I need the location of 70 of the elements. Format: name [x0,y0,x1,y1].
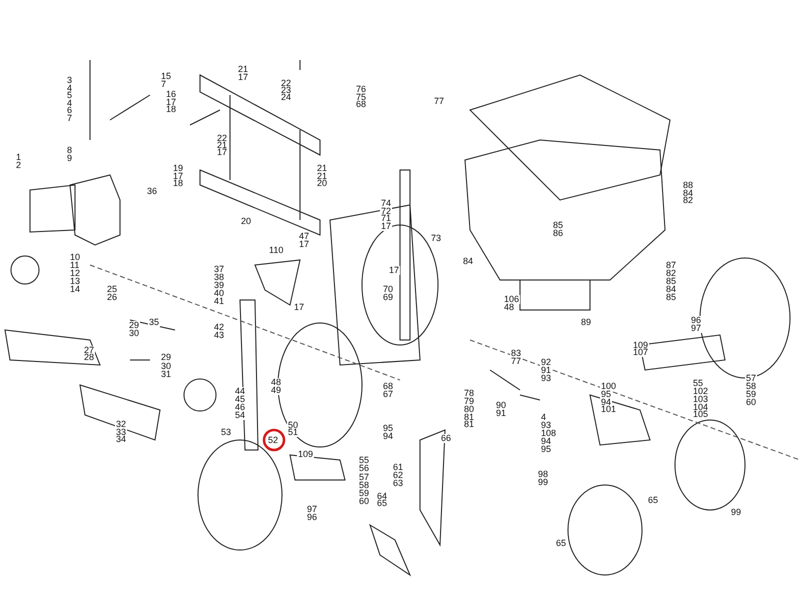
callout-number: 95 [540,445,552,454]
callout-number: 105 [692,410,710,419]
callout-number: 77 [433,97,446,106]
callout-number: 81 [463,420,476,429]
callout-number: 101 [600,405,618,414]
callout-number: 96 [306,513,318,522]
callout-number: 29 [160,353,172,362]
callout-number: 85 [665,293,678,302]
callout-number: 7 [66,114,74,123]
callout-number: 20 [316,179,328,188]
callout-number: 56 [358,464,370,473]
callout-number: 53 [220,428,232,437]
callout-number: 48 [503,303,516,312]
callout-number: 89 [580,318,592,327]
callout-number: 34 [115,435,128,444]
callout-number: 107 [632,348,650,357]
callout-number: 73 [430,234,442,243]
callout-number: 65 [555,539,568,548]
callout-number: 84 [462,257,474,266]
callout-number: 110 [268,246,284,255]
callout-number: 26 [106,293,118,302]
callout-number: 69 [382,293,394,302]
callout-number: 31 [160,370,172,379]
callout-number: 17 [380,222,392,231]
callout-number: 109 [297,450,314,459]
callout-number: 36 [146,187,158,196]
callout-number: 60 [358,497,370,506]
callout-number: 86 [552,229,564,238]
callout-number: 99 [537,478,550,487]
callout-number: 67 [382,390,394,399]
callout-number: 17 [216,148,228,157]
callout-number: 77 [510,357,522,366]
callout-number: 17 [298,240,310,249]
callout-number: 54 [234,411,246,420]
callout-number: 17 [388,266,400,275]
callout-number: 60 [745,398,758,407]
callout-number: 94 [382,432,394,441]
callout-number: 28 [83,353,96,362]
callout-number: 9 [66,154,74,163]
callout-number: 20 [240,217,252,226]
callout-number: 24 [280,93,292,102]
callout-number: 43 [213,331,226,340]
callout-number: 100 [600,382,618,391]
callout-number: 35 [148,318,160,327]
callout-number: 99 [730,508,742,517]
callout-number: 18 [165,105,178,114]
callout-number: 65 [647,496,660,505]
callout-number: 10 [69,253,82,262]
callout-number: 49 [270,386,282,395]
callout-number: 14 [69,285,82,294]
callout-number: 52 [267,436,280,445]
callout-number: 91 [495,409,508,418]
callout-number: 106 [503,295,520,304]
callout-number: 17 [293,303,306,312]
callout-number: 93 [540,374,552,383]
callout-number: 51 [287,428,300,437]
callout-number: 97 [690,324,702,333]
callout-number: 66 [440,434,452,443]
callout-number: 30 [128,329,140,338]
callout-number: 65 [376,499,388,508]
callout-number: 7 [160,80,168,89]
callout-number: 17 [237,73,250,82]
callout-number: 41 [213,297,226,306]
callout-number: 18 [172,179,184,188]
callout-number: 15 [160,72,172,81]
callout-number: 63 [392,479,404,488]
callout-number: 2 [15,161,22,170]
callout-number: 68 [355,100,368,109]
callout-number: 82 [682,196,694,205]
callout-number: 108 [540,429,558,438]
